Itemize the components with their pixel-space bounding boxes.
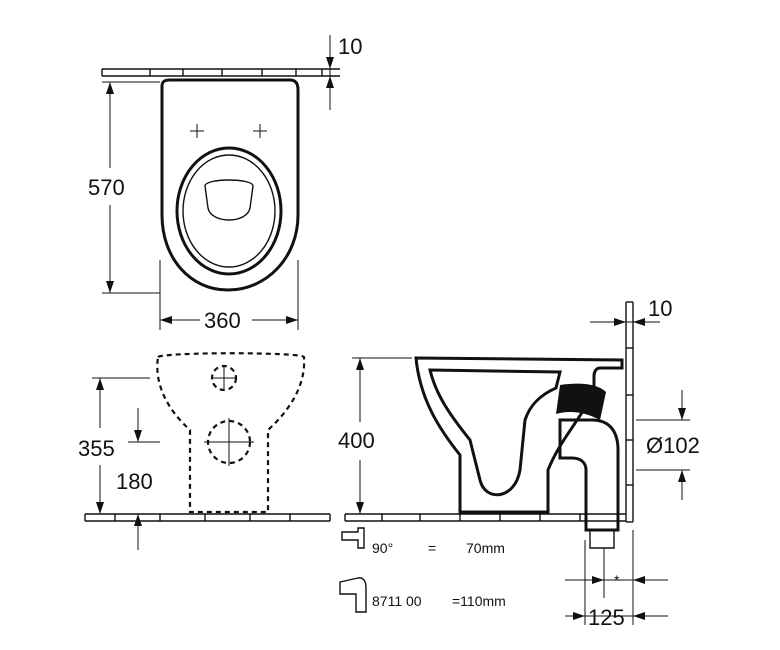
side-view: 10 400 Ø102 * [338, 296, 700, 630]
bend-equals-label: = [428, 540, 436, 556]
bend-length-label: 70mm [466, 540, 505, 556]
front-upper-fixing [210, 364, 238, 392]
top-view: 570 360 10 [88, 34, 362, 333]
inlet-height-label: 180 [116, 469, 153, 494]
side-offset-label: 10 [648, 296, 672, 321]
outlet-height-dimension [92, 377, 150, 514]
top-bowl-outline [160, 78, 300, 292]
outlet-diameter-dimension [636, 390, 690, 500]
star-label: * [614, 572, 620, 588]
side-trap [428, 368, 562, 497]
width-label: 360 [204, 308, 241, 333]
bend-90-icon [341, 527, 365, 549]
fixing-point-right [253, 124, 267, 138]
top-offset-label: 10 [338, 34, 362, 59]
bend-90-note: 90° = 70mm [341, 527, 505, 556]
side-bowl-profile [414, 356, 624, 514]
part-number-label: 8711 00 [372, 593, 422, 609]
front-view: 355 180 [78, 352, 331, 550]
height-label: 400 [338, 428, 375, 453]
top-seat-inner [182, 154, 276, 268]
inlet-height-dimension [128, 408, 160, 550]
depth-label: 570 [88, 175, 125, 200]
top-seat-outer [175, 146, 283, 276]
front-bowl-outline [156, 352, 306, 514]
star-dimension [565, 530, 668, 625]
height-dimension [352, 357, 412, 514]
fixing-point-left [190, 124, 204, 138]
width-dimension [159, 260, 299, 330]
side-trap-shade [556, 383, 606, 420]
side-floor-strip [344, 513, 626, 522]
top-drain [204, 179, 254, 221]
part-length-label: =110mm [452, 593, 506, 609]
outlet-diameter-label: Ø102 [646, 433, 700, 458]
side-offset-dimension [590, 318, 660, 326]
side-wall [625, 301, 634, 523]
outlet-height-label: 355 [78, 436, 115, 461]
front-floor-strip [84, 513, 331, 522]
depth-dimension [102, 81, 160, 294]
outlet-offset-label: 125 [588, 605, 625, 630]
side-pipe-vertical [589, 530, 615, 549]
part-110-icon [339, 577, 367, 613]
side-outlet-pipe [558, 418, 620, 532]
bend-angle-label: 90° [372, 540, 393, 556]
top-wall-strip [101, 68, 340, 77]
front-outlet [204, 418, 254, 466]
top-offset-dimension [326, 35, 334, 110]
outlet-offset-dimension [565, 540, 668, 625]
part-110-note: 8711 00 =110mm [339, 577, 506, 613]
